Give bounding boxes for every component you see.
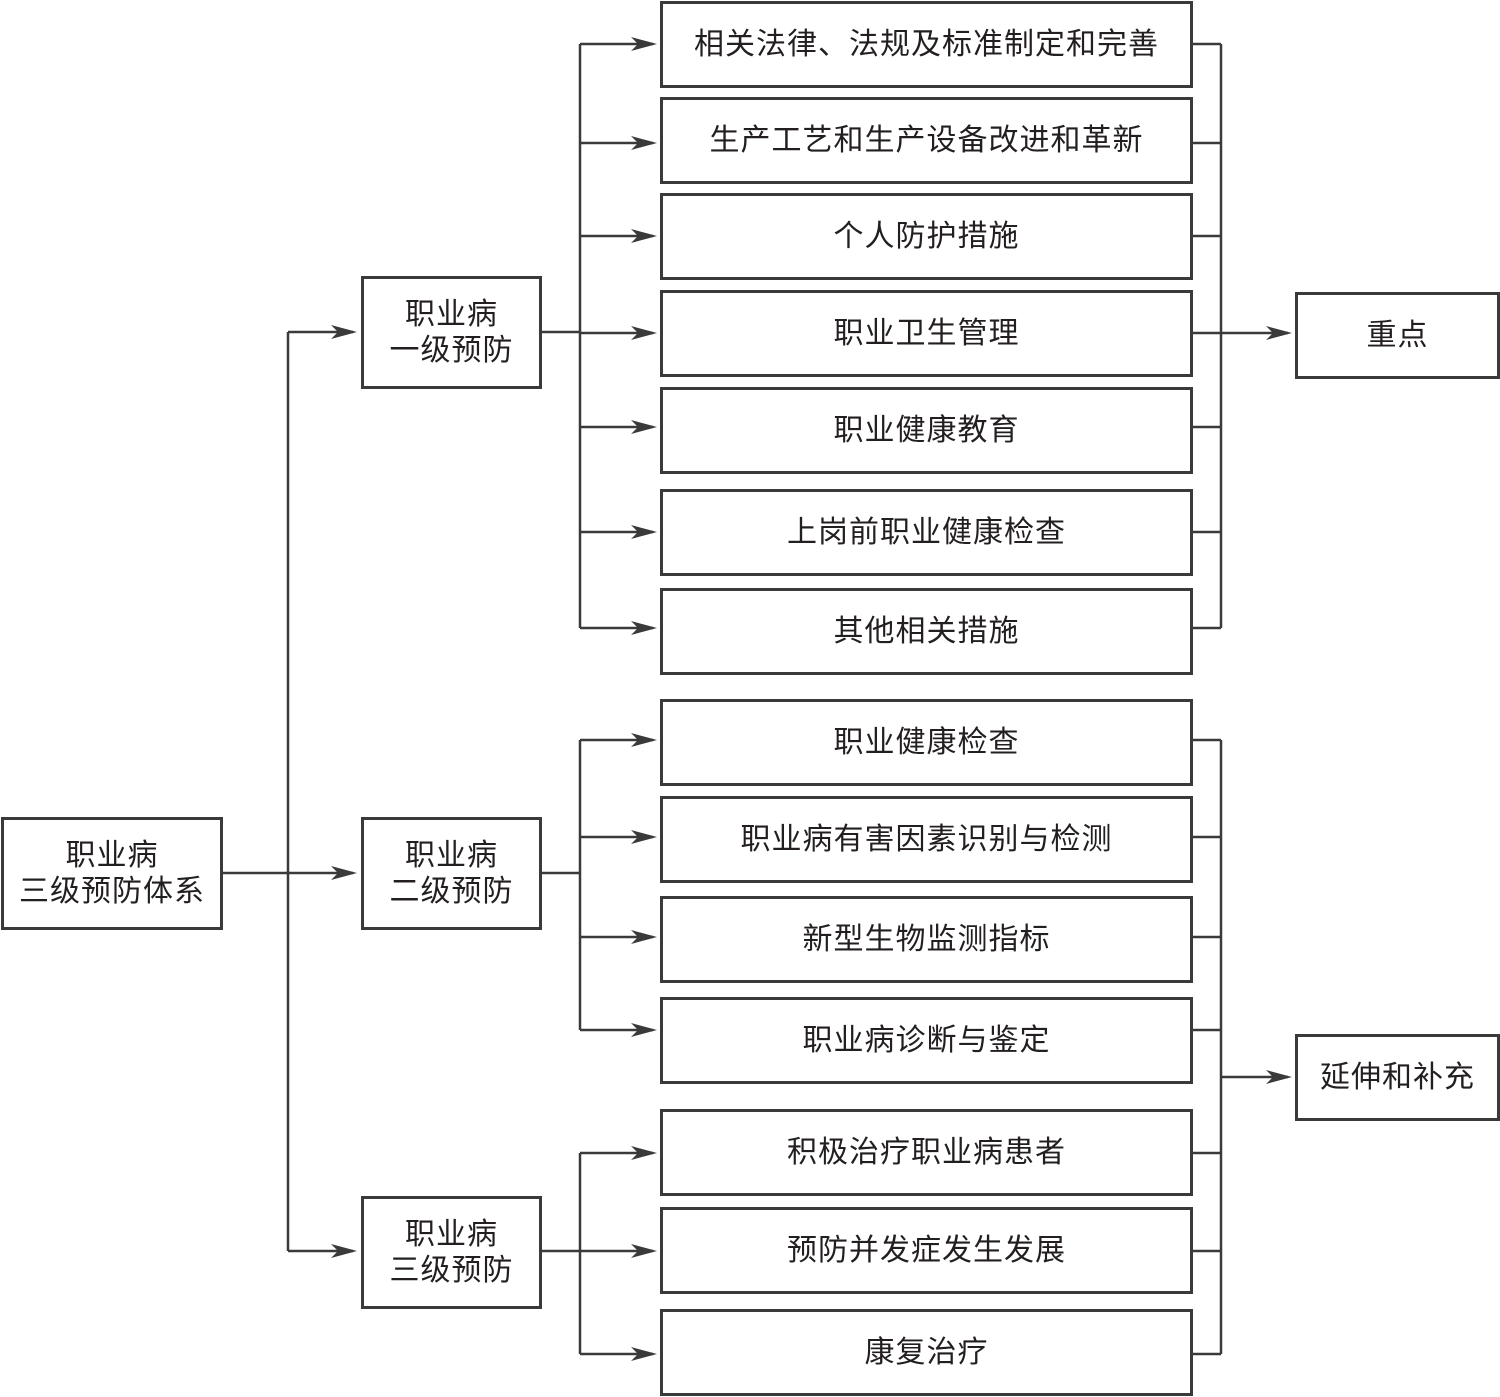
level-box-secondary: 职业病 二级预防 bbox=[361, 817, 542, 930]
root-label-line2: 三级预防体系 bbox=[19, 873, 205, 909]
measure-box: 新型生物监测指标 bbox=[660, 896, 1193, 983]
level-label-line2: 二级预防 bbox=[389, 873, 514, 909]
measure-label: 积极治疗职业病患者 bbox=[787, 1134, 1066, 1170]
measure-box: 康复治疗 bbox=[660, 1309, 1193, 1396]
measure-box: 生产工艺和生产设备改进和革新 bbox=[660, 97, 1193, 184]
measure-label: 职业病有害因素识别与检测 bbox=[740, 821, 1113, 857]
level-label-line1: 职业病 bbox=[405, 1216, 498, 1252]
arrowhead-icon bbox=[631, 37, 657, 51]
arrowhead-icon bbox=[631, 136, 657, 150]
outcome-label: 延伸和补充 bbox=[1320, 1059, 1475, 1095]
measure-box: 预防并发症发生发展 bbox=[660, 1207, 1193, 1294]
arrowhead-icon bbox=[331, 866, 357, 880]
measure-box: 职业健康检查 bbox=[660, 699, 1193, 786]
measure-label: 职业健康检查 bbox=[833, 724, 1020, 760]
arrowhead-icon bbox=[631, 229, 657, 243]
level-label-line2: 一级预防 bbox=[389, 332, 514, 368]
measure-label: 职业卫生管理 bbox=[833, 315, 1020, 351]
arrowhead-icon bbox=[631, 420, 657, 434]
measure-box: 个人防护措施 bbox=[660, 193, 1193, 280]
arrowhead-icon bbox=[1266, 326, 1292, 340]
measure-label: 预防并发症发生发展 bbox=[787, 1232, 1066, 1268]
measure-box: 相关法律、法规及标准制定和完善 bbox=[660, 1, 1193, 88]
measure-label: 相关法律、法规及标准制定和完善 bbox=[694, 26, 1159, 62]
measure-label: 职业病诊断与鉴定 bbox=[802, 1022, 1051, 1058]
measure-box: 职业健康教育 bbox=[660, 387, 1193, 474]
arrowhead-icon bbox=[631, 326, 657, 340]
measure-box: 职业病有害因素识别与检测 bbox=[660, 796, 1193, 883]
measure-label: 个人防护措施 bbox=[833, 218, 1020, 254]
arrowhead-icon bbox=[331, 1244, 357, 1258]
measure-label: 生产工艺和生产设备改进和革新 bbox=[709, 122, 1144, 158]
arrowhead-icon bbox=[631, 1244, 657, 1258]
arrowhead-icon bbox=[1266, 1070, 1292, 1084]
measure-box: 其他相关措施 bbox=[660, 588, 1193, 675]
level-box-tertiary: 职业病 三级预防 bbox=[361, 1196, 542, 1309]
measure-box: 上岗前职业健康检查 bbox=[660, 489, 1193, 576]
arrowhead-icon bbox=[631, 525, 657, 539]
measure-label: 新型生物监测指标 bbox=[802, 921, 1051, 957]
root-label-line1: 职业病 bbox=[65, 837, 159, 873]
arrowhead-icon bbox=[631, 733, 657, 747]
arrowhead-icon bbox=[331, 325, 357, 339]
measure-box: 职业卫生管理 bbox=[660, 290, 1193, 377]
level-label-line1: 职业病 bbox=[405, 837, 498, 873]
arrowhead-icon bbox=[631, 830, 657, 844]
root-box: 职业病 三级预防体系 bbox=[1, 817, 223, 930]
level-label-line2: 三级预防 bbox=[389, 1252, 514, 1288]
level-label-line1: 职业病 bbox=[405, 296, 498, 332]
outcome-box-extension: 延伸和补充 bbox=[1295, 1034, 1500, 1121]
arrowhead-icon bbox=[631, 930, 657, 944]
arrowhead-icon bbox=[631, 1347, 657, 1361]
measure-label: 职业健康教育 bbox=[833, 412, 1020, 448]
outcome-box-focus: 重点 bbox=[1295, 292, 1500, 379]
measure-box: 职业病诊断与鉴定 bbox=[660, 997, 1193, 1084]
arrowhead-icon bbox=[631, 1023, 657, 1037]
measure-box: 积极治疗职业病患者 bbox=[660, 1109, 1193, 1196]
measure-label: 其他相关措施 bbox=[833, 613, 1020, 649]
arrowhead-icon bbox=[631, 621, 657, 635]
measure-label: 康复治疗 bbox=[864, 1334, 989, 1370]
level-box-primary: 职业病 一级预防 bbox=[361, 276, 542, 389]
arrowhead-icon bbox=[631, 1146, 657, 1160]
outcome-label: 重点 bbox=[1366, 317, 1429, 353]
measure-label: 上岗前职业健康检查 bbox=[787, 514, 1066, 550]
